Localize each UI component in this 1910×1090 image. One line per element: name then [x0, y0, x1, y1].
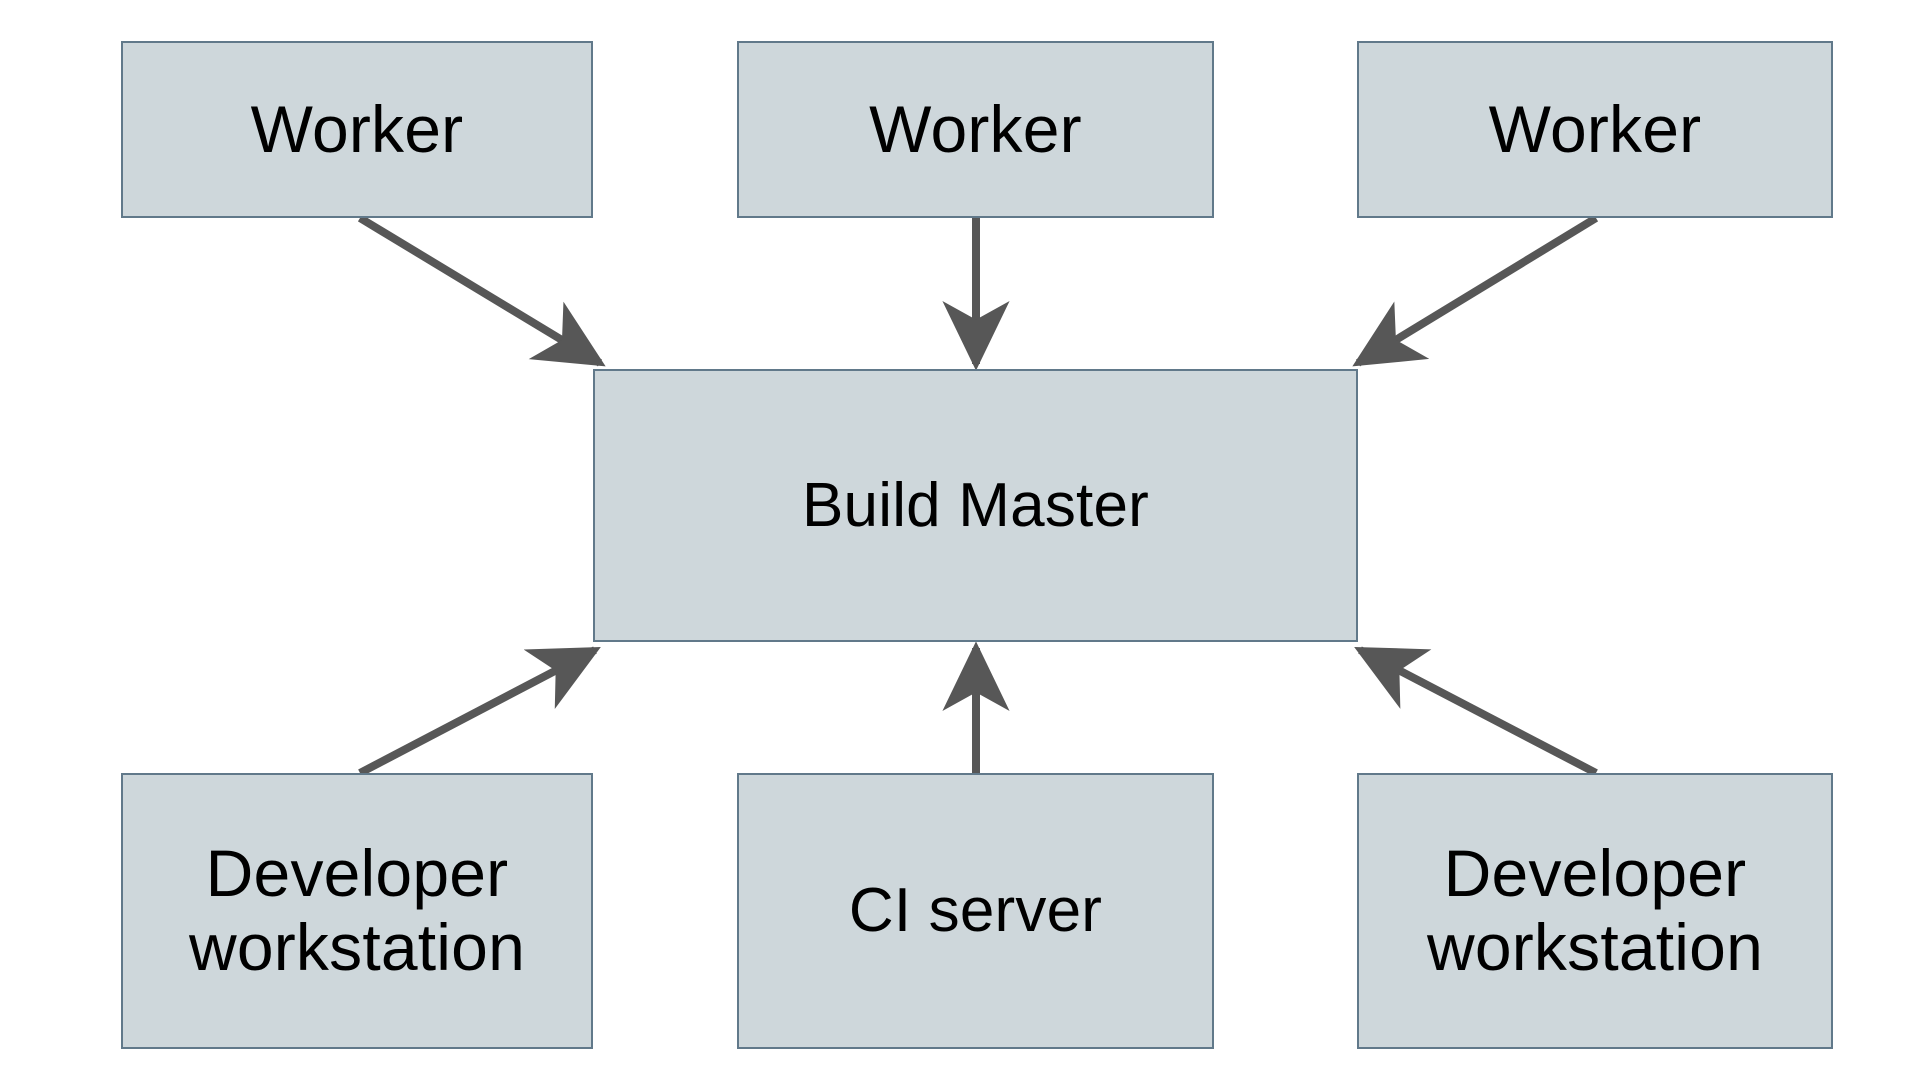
edge-worker-1-to-build-master — [357, 214, 606, 367]
node-worker-1[interactable]: Worker — [121, 41, 593, 218]
node-worker-3-label: Worker — [1488, 91, 1702, 166]
edge-dev-left-to-build-master — [358, 646, 601, 777]
node-build-master[interactable]: Build Master — [593, 369, 1358, 642]
node-worker-1-label: Worker — [250, 91, 464, 166]
node-ci-server[interactable]: CI server — [737, 773, 1214, 1049]
node-build-master-label: Build Master — [802, 470, 1149, 540]
node-developer-workstation-left-label: Developer workstation — [188, 836, 525, 984]
node-developer-workstation-right[interactable]: Developer workstation — [1357, 773, 1833, 1049]
node-worker-2[interactable]: Worker — [737, 41, 1214, 218]
node-developer-workstation-left[interactable]: Developer workstation — [121, 773, 593, 1049]
node-worker-2-label: Worker — [869, 91, 1082, 166]
edge-worker-3-to-build-master — [1352, 214, 1599, 367]
edge-dev-right-to-build-master — [1354, 646, 1598, 777]
node-developer-workstation-right-label: Developer workstation — [1426, 836, 1763, 984]
node-worker-3[interactable]: Worker — [1357, 41, 1833, 218]
node-ci-server-label: CI server — [848, 876, 1103, 946]
